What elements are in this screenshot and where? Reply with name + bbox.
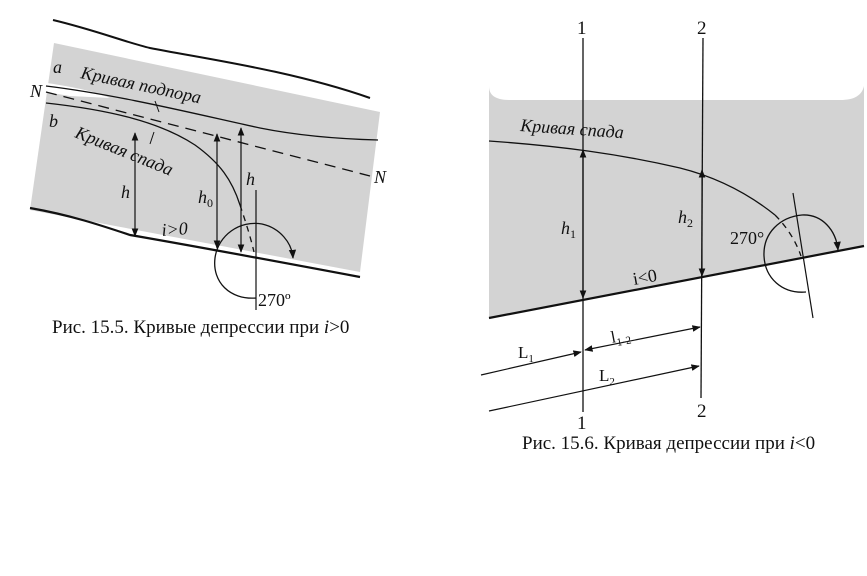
label-slope-right: i<0	[631, 265, 658, 289]
l2-line	[488, 364, 700, 412]
drawdown-curve-right	[488, 140, 776, 216]
label-n-left: N	[29, 81, 43, 101]
backwater-curve	[45, 85, 379, 141]
leader-backwater	[154, 100, 160, 113]
normal-depth-line	[45, 91, 371, 177]
label-angle-left: 270º	[258, 290, 291, 310]
label-l1-2: l1-2	[609, 325, 632, 350]
label-section-1-top: 1	[577, 18, 587, 39]
l1-line	[480, 350, 582, 376]
leader-drawdown	[149, 131, 155, 145]
label-section-2-top: 2	[697, 18, 707, 39]
tilted-reference-right	[792, 192, 814, 319]
label-l2: L2	[599, 366, 615, 388]
figure-15-5: a b N N Кривая подпора Кривая спада h h0…	[29, 19, 387, 338]
label-h: h	[121, 182, 130, 202]
label-n-right: N	[373, 167, 387, 187]
angle-arc-left	[214, 222, 297, 299]
bed-line-left	[29, 206, 361, 279]
channel-fill-left	[30, 43, 380, 272]
label-h0: h0	[198, 187, 213, 210]
label-angle-right: 270°	[730, 228, 764, 248]
bed-line-right	[488, 244, 865, 320]
caption-15-6: Рис. 15.6. Кривая депрессии при i<0	[522, 433, 815, 454]
l1-2-arrow	[584, 325, 701, 352]
figure-15-6: 1 2 1 2 Кривая спада h1 h2 270° i<0 L1 l…	[480, 18, 865, 454]
label-h-right: h	[246, 169, 255, 189]
caption-15-5: Рис. 15.5. Кривые депрессии при i>0	[52, 317, 349, 338]
drawdown-curve-right-dashed	[774, 214, 802, 257]
angle-arc-right	[763, 214, 841, 293]
label-slope-left: i>0	[161, 218, 188, 240]
top-bank-line-left	[52, 19, 371, 99]
label-b: b	[49, 111, 58, 131]
drawdown-curve-left	[45, 102, 241, 206]
label-section-2-bottom: 2	[697, 401, 707, 422]
label-section-1-bottom: 1	[577, 413, 587, 434]
label-l1: L1	[518, 343, 534, 365]
label-h1: h1	[561, 218, 576, 241]
label-h2: h2	[678, 207, 693, 230]
label-a: a	[53, 57, 62, 77]
